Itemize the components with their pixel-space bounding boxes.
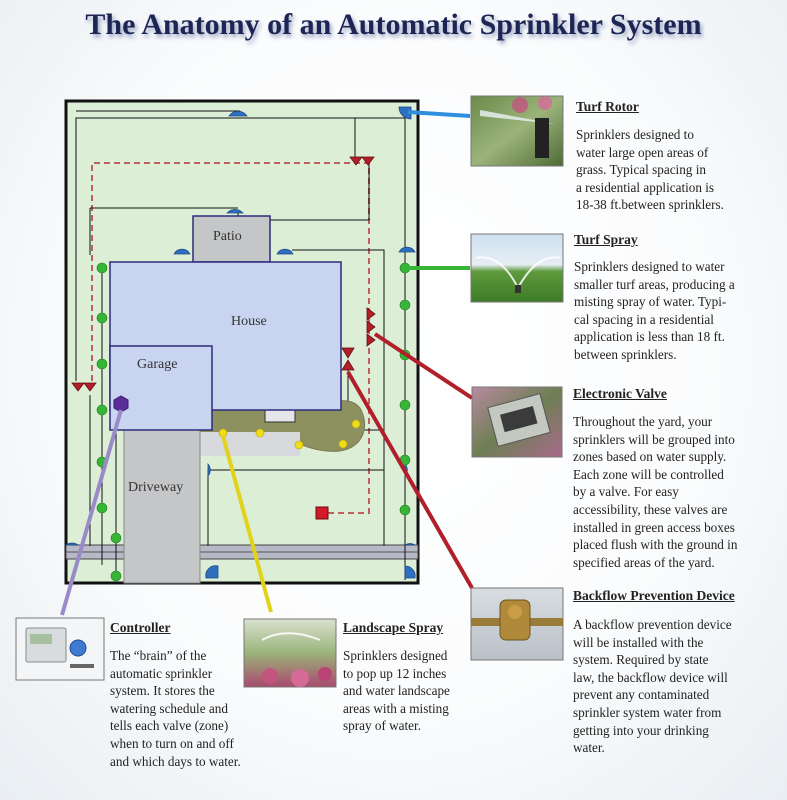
turf-rotors [64, 106, 417, 579]
driveway-label: Driveway [128, 480, 184, 495]
controller-marker [113, 395, 129, 413]
turf-rotor-description: Sprinklers designed to water large open … [576, 127, 724, 213]
garage-label: Garage [137, 357, 178, 372]
turf-spray-description: Sprinklers designed to water smaller tur… [574, 259, 735, 362]
driveway [123, 429, 201, 584]
turf-rotor-pointer [407, 110, 471, 118]
patio-label: Patio [213, 229, 242, 244]
backflow-description: A backflow prevention device will be ins… [573, 617, 732, 756]
electronic-valve-description: Throughout the yard, your sprinklers wil… [573, 414, 738, 570]
landscape-spray-description: Sprinklers designed to pop up 12 inches … [343, 648, 450, 734]
controller-title: Controller [110, 620, 171, 635]
backflow-photo [470, 587, 564, 661]
garage [109, 345, 213, 431]
turf-rotor-photo [470, 95, 564, 167]
electronic-valve-title: Electronic Valve [573, 386, 667, 401]
turf-spray-title: Turf Spray [574, 232, 638, 247]
landscape-spray-title: Landscape Spray [343, 620, 444, 635]
landscape-spray-photo [243, 618, 337, 688]
house-label: House [231, 314, 267, 329]
turf-spray-photo [470, 233, 564, 303]
turf-sprays [96, 262, 411, 582]
controller-photo [15, 617, 105, 681]
landscape-spray-pointer [221, 435, 273, 613]
controller-description: The “brain” of the automatic sprinkler s… [110, 648, 241, 769]
controller-pointer [60, 409, 123, 616]
backflow-title: Backflow Prevention Device [573, 588, 735, 603]
electronic-valve-photo [471, 386, 563, 458]
turf-rotor-title: Turf Rotor [576, 99, 639, 114]
electronic-valve-pointer [373, 332, 474, 400]
landscape-sprays [218, 419, 361, 450]
page-title: The Anatomy of an Automatic Sprinkler Sy… [85, 8, 702, 41]
valves [71, 156, 376, 392]
backflow-device-marker [315, 506, 329, 520]
patio [192, 215, 271, 263]
backflow-pointer [346, 371, 474, 589]
